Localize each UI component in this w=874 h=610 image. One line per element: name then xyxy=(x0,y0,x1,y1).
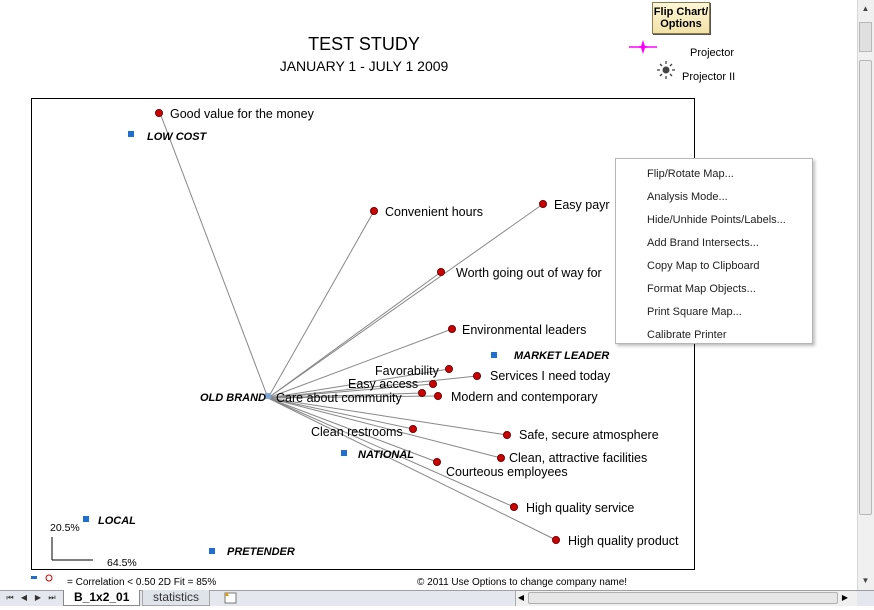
flip-button-line1: Flip Chart/ xyxy=(653,6,709,18)
tab-statistics[interactable]: statistics xyxy=(142,590,211,606)
chart-subtitle: JANUARY 1 - JULY 1 2009 xyxy=(279,58,449,74)
attribute-point[interactable] xyxy=(502,430,511,439)
horizontal-scroll-thumb[interactable] xyxy=(528,592,838,604)
attribute-label: Good value for the money xyxy=(170,107,315,121)
tab-b-1x2-01[interactable]: B_1x2_01 xyxy=(63,590,141,606)
footer-point-icon xyxy=(45,574,53,582)
attribute-point[interactable] xyxy=(444,364,453,373)
attribute-point[interactable] xyxy=(552,536,561,545)
attribute-label: Services I need today xyxy=(490,369,611,383)
attribute-label: Easy payr xyxy=(554,198,610,212)
attribute-label: Easy access xyxy=(348,377,418,391)
scroll-down-icon[interactable]: ▼ xyxy=(861,576,870,585)
menu-item-analysis-mode[interactable]: Analysis Mode... xyxy=(647,191,728,203)
attribute-label: Convenient hours xyxy=(385,205,483,219)
legend-projector-ii: Projector II xyxy=(682,71,736,83)
attribute-point[interactable] xyxy=(428,379,437,388)
scroll-left-icon[interactable]: ◀ xyxy=(517,593,525,602)
brand-marker[interactable] xyxy=(128,131,134,137)
chart-title: TEST STUDY xyxy=(308,34,420,54)
brand-label: PRETENDER xyxy=(227,546,295,558)
attribute-point[interactable] xyxy=(369,206,378,215)
menu-item-calibrate-printer[interactable]: Calibrate Printer xyxy=(647,329,727,341)
brand-marker[interactable] xyxy=(209,548,215,554)
scroll-up-icon[interactable]: ▲ xyxy=(861,4,870,13)
menu-item-print-square-map[interactable]: Print Square Map... xyxy=(647,306,742,318)
menu-item-flip-rotate[interactable]: Flip/Rotate Map... xyxy=(647,168,734,180)
attribute-label: High quality product xyxy=(568,534,679,548)
attribute-label: Courteous employees xyxy=(446,465,568,479)
attribute-label: Modern and contemporary xyxy=(451,390,598,404)
projector-ii-icon xyxy=(657,61,675,79)
attribute-point[interactable] xyxy=(539,199,548,208)
brand-label: LOCAL xyxy=(98,515,136,527)
axis-x-percent: 64.5% xyxy=(107,557,137,569)
attribute-point[interactable] xyxy=(496,453,505,462)
first-sheet-icon[interactable]: ⏮ xyxy=(6,593,14,602)
brand-label: MARKET LEADER xyxy=(514,350,609,362)
scroll-right-icon[interactable]: ▶ xyxy=(841,593,849,602)
context-menu: Flip/Rotate Map... Analysis Mode... Hide… xyxy=(615,158,813,344)
split-handle[interactable] xyxy=(859,22,872,52)
attribute-point[interactable] xyxy=(472,371,481,380)
attribute-label: Environmental leaders xyxy=(462,323,586,337)
attribute-label: Care about community xyxy=(276,391,403,405)
attribute-point[interactable] xyxy=(154,109,163,118)
axis-y-percent: 20.5% xyxy=(50,522,80,534)
attribute-point[interactable] xyxy=(433,391,442,400)
attribute-point[interactable] xyxy=(417,388,426,397)
attribute-label: High quality service xyxy=(526,501,634,515)
attribute-point[interactable] xyxy=(509,502,518,511)
brand-marker[interactable] xyxy=(341,450,347,456)
attribute-label: Worth going out of way for xyxy=(456,266,602,280)
attribute-point[interactable] xyxy=(447,324,456,333)
brand-marker[interactable] xyxy=(491,352,497,358)
prev-sheet-icon[interactable]: ◀ xyxy=(20,593,28,602)
projector-icon xyxy=(629,40,657,54)
menu-item-format-map-objects[interactable]: Format Map Objects... xyxy=(647,283,756,295)
correlation-fit-note: = Correlation < 0.50 2D Fit = 85% xyxy=(67,577,217,588)
last-sheet-icon[interactable]: ⏭ xyxy=(48,593,56,602)
legend-projector: Projector xyxy=(690,47,735,59)
insert-sheet-icon[interactable] xyxy=(223,591,239,605)
brand-label: NATIONAL xyxy=(358,449,414,461)
copyright-note: © 2011 Use Options to change company nam… xyxy=(417,577,628,588)
brand-label: LOW COST xyxy=(147,131,208,143)
attribute-point[interactable] xyxy=(432,457,441,466)
attribute-label: Favorability xyxy=(375,364,440,378)
attribute-point[interactable] xyxy=(408,424,417,433)
menu-item-copy-map[interactable]: Copy Map to Clipboard xyxy=(647,260,760,272)
footer-brand-icon xyxy=(31,576,37,579)
menu-item-add-brand-intersects[interactable]: Add Brand Intersects... xyxy=(647,237,759,249)
menu-item-hide-unhide[interactable]: Hide/Unhide Points/Labels... xyxy=(647,214,786,226)
attribute-label: Clean, attractive facilities xyxy=(509,451,647,465)
next-sheet-icon[interactable]: ▶ xyxy=(34,593,42,602)
brand-marker[interactable] xyxy=(265,393,271,399)
attribute-point[interactable] xyxy=(436,267,445,276)
attribute-label: Clean restrooms xyxy=(311,425,403,439)
vertical-scroll-thumb[interactable] xyxy=(859,60,872,515)
flip-chart-options-button[interactable]: Flip Chart/ Options xyxy=(652,2,710,34)
flip-button-line2: Options xyxy=(660,18,702,30)
attribute-label: Safe, secure atmosphere xyxy=(519,428,659,442)
brand-marker[interactable] xyxy=(83,516,89,522)
brand-label: OLD BRAND xyxy=(200,392,266,404)
